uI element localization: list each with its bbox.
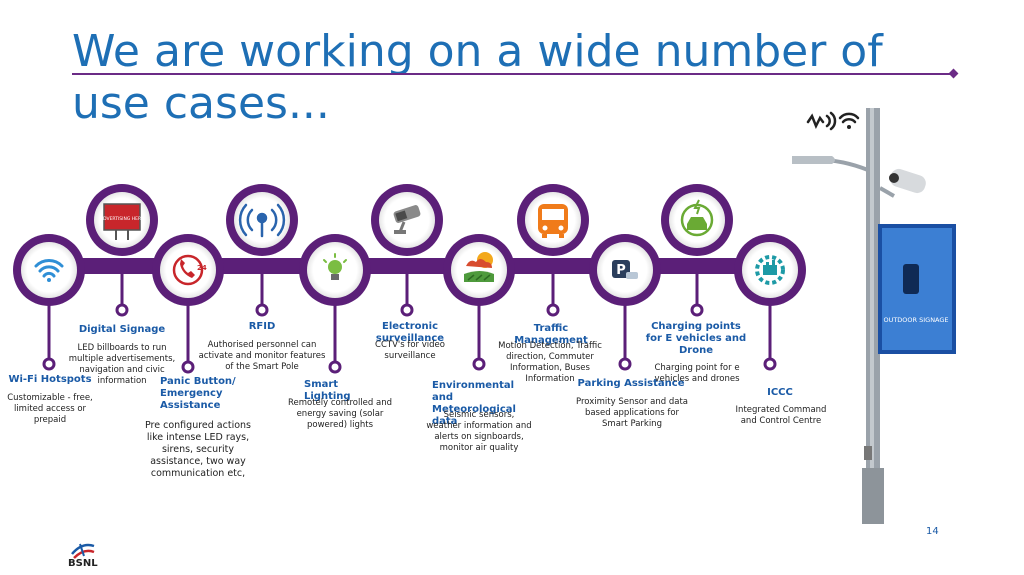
signage-title: Digital Signage: [78, 324, 166, 335]
iccc-title: ICCC: [767, 387, 793, 398]
environment-circle: [443, 234, 515, 306]
weather-fields-icon: [464, 252, 494, 282]
wifi-title: Wi-Fi Hotspots: [8, 374, 92, 385]
emergency-desc: Pre configured actions like intense LED …: [145, 420, 251, 479]
bsnl-logo-text: BSNL: [68, 558, 98, 569]
traffic-title: Traffic Management: [514, 323, 588, 346]
ev-charging-icon: [680, 199, 714, 237]
command-center-icon: [755, 255, 785, 285]
rfid-antenna-icon: [238, 203, 286, 238]
title-underline: [72, 73, 954, 75]
title-underline-end: [948, 68, 959, 79]
smart-pole-illustration: OUTDOOR SIGNAGE: [792, 108, 956, 524]
lighting-title: Smart Lighting: [304, 379, 351, 402]
svg-text:24: 24: [197, 264, 207, 272]
wifi-circle: [13, 234, 85, 306]
bus-icon: [538, 204, 568, 238]
page-number: 14: [926, 526, 939, 537]
use-case-chain: ADVERTISING HERE 24: [13, 184, 806, 374]
charging-title: Charging points for E vehicles and Drone: [645, 321, 747, 356]
surveillance-title: Electronic surveillance: [375, 321, 445, 344]
emergency-title: Panic Button/ Emergency Assistance: [160, 376, 236, 411]
parking-icon: P: [612, 260, 638, 279]
lighting-desc: Remotely controlled and energy saving (s…: [287, 398, 393, 430]
emergency-circle: [152, 234, 224, 306]
parking-title: Parking Assistance: [577, 378, 685, 389]
signal-pulse-icon: [806, 111, 837, 131]
iccc-desc: Integrated Command and Control Centre: [735, 405, 827, 426]
wifi-desc: Customizable - free, limited access or p…: [7, 393, 93, 425]
bsnl-logo-icon: [71, 543, 95, 559]
traffic-desc: Motion Detection, Traffic direction, Com…: [498, 341, 602, 384]
emergency-24-icon: 24: [172, 254, 207, 286]
billboard-icon: ADVERTISING HERE: [100, 203, 144, 240]
signage-desc: LED billboards to run multiple advertise…: [68, 343, 176, 386]
svg-text:OUTDOOR SIGNAGE: OUTDOOR SIGNAGE: [883, 316, 948, 324]
svg-text:P: P: [616, 263, 626, 278]
environment-desc: Seismic sensors, weather information and…: [426, 410, 532, 453]
rfid-title: RFID: [248, 321, 276, 332]
charging-desc: Charging point for e vehicles and drones: [654, 363, 740, 384]
rfid-desc: Authorised personnel can activate and mo…: [198, 340, 326, 372]
chain-bar: [40, 258, 780, 274]
environment-title: Environmental and Meteorological data: [432, 380, 516, 427]
page-title: We are working on a wide number of use c…: [72, 26, 883, 129]
cctv-camera-icon: [393, 205, 421, 234]
lightbulb-icon: [323, 253, 347, 280]
svg-text:ADVERTISING HERE: ADVERTISING HERE: [100, 216, 144, 222]
wifi-signal-icon: [838, 112, 860, 129]
surveillance-desc: CCTV's for video surveillance: [375, 340, 445, 361]
wifi-icon: [34, 259, 64, 282]
parking-desc: Proximity Sensor and data based applicat…: [576, 397, 688, 429]
